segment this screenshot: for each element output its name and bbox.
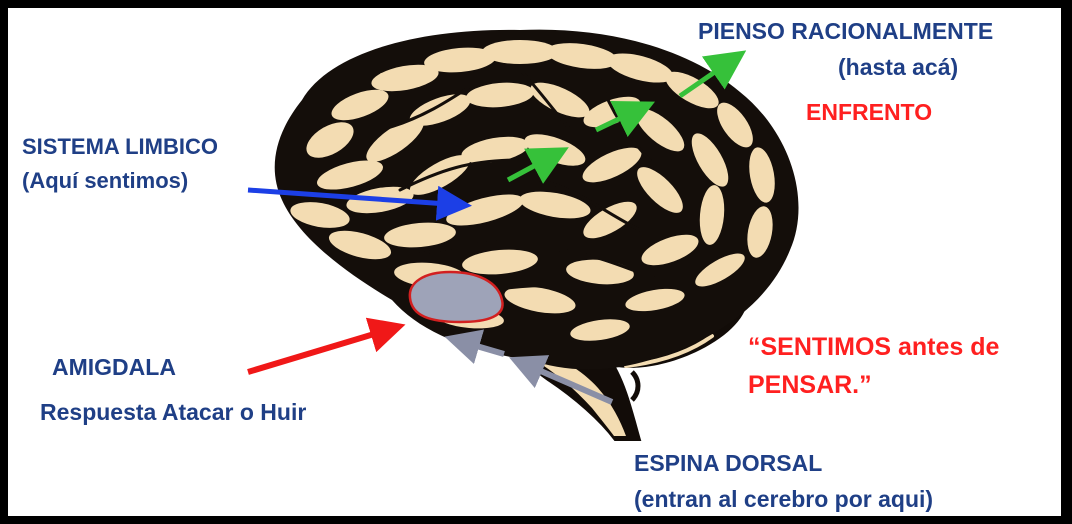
- rational-thinking-sublabel: (hasta acá): [838, 56, 958, 79]
- limbic-system-sublabel: (Aquí sentimos): [22, 170, 188, 192]
- limbic-system-label: SISTEMA LIMBICO: [22, 136, 218, 158]
- amygdala-sublabel: Respuesta Atacar o Huir: [40, 401, 306, 424]
- amygdala-label: AMIGDALA: [52, 356, 176, 379]
- confront-label: ENFRENTO: [806, 101, 932, 124]
- spinal-cord-sublabel: (entran al cerebro por aqui): [634, 488, 933, 511]
- spinal-cord-label: ESPINA DORSAL: [634, 452, 822, 475]
- amygdala-arrow: [248, 328, 394, 372]
- quote-line-2: PENSAR.”: [748, 373, 872, 398]
- rational-thinking-label: PIENSO RACIONALMENTE: [698, 20, 993, 43]
- quote-line-1: “SENTIMOS antes de: [748, 335, 999, 360]
